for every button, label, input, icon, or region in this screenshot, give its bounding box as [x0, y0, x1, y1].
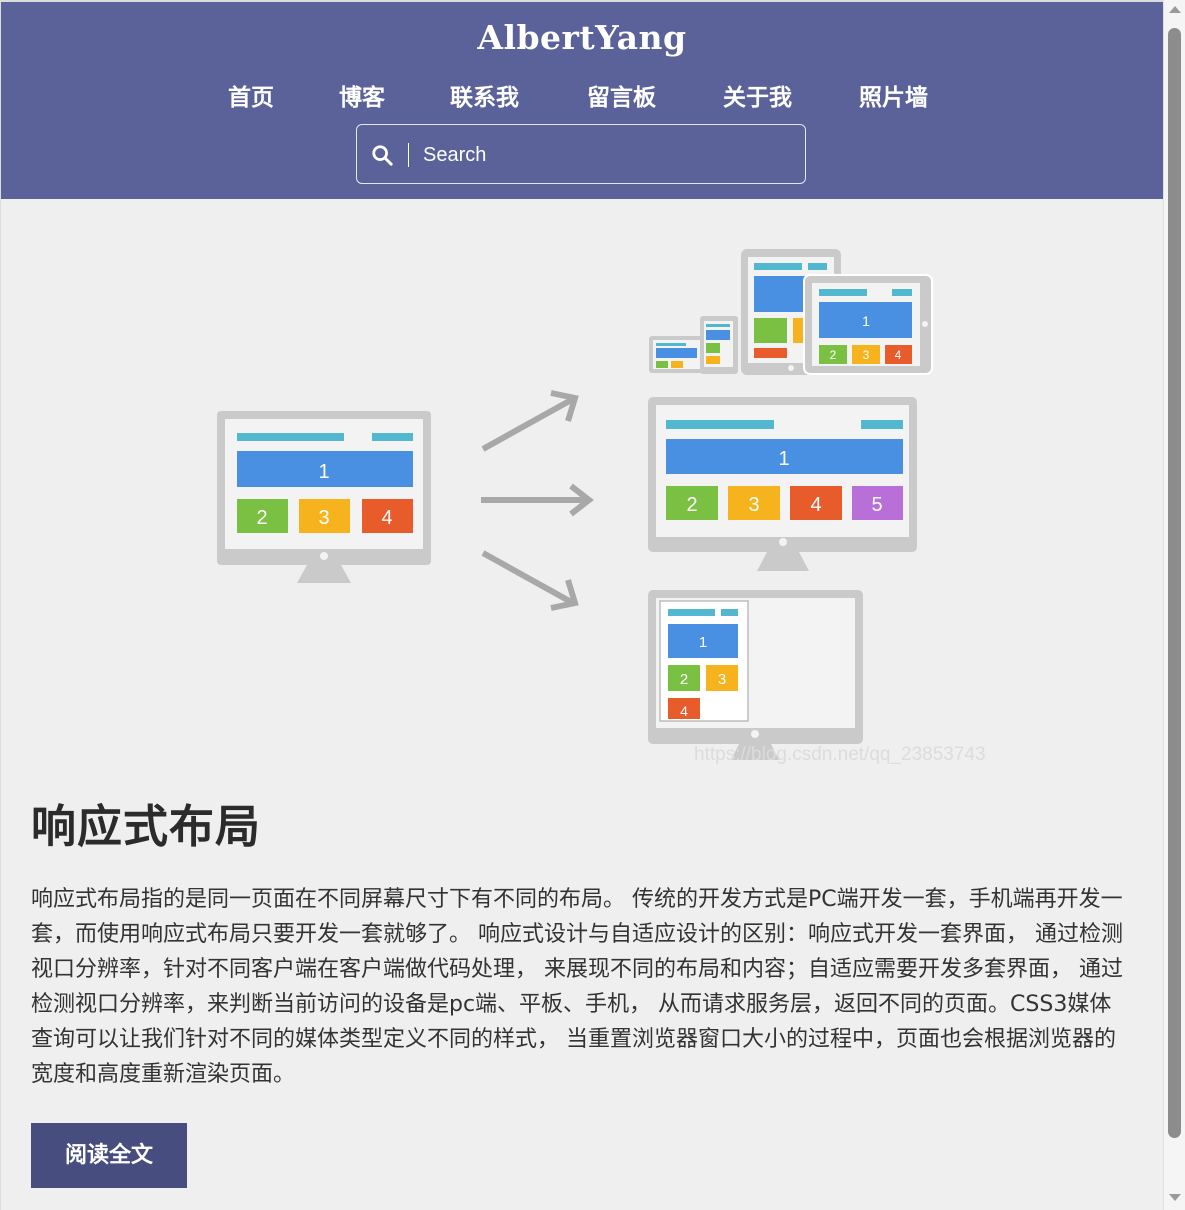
nav-item-contact[interactable]: 联系我 — [450, 85, 519, 111]
post-excerpt: 响应式布局指的是同一页面在不同屏幕尺寸下有不同的布局。 传统的开发方式是PC端开… — [31, 887, 1123, 1087]
site-header: AlbertYang 首页 博客 联系我 留言板 关于我 照片墙 — [1, 2, 1163, 199]
arrow-icons — [481, 390, 594, 611]
scrollbar-thumb[interactable] — [1168, 28, 1181, 1138]
scroll-down-icon[interactable] — [1169, 1194, 1181, 1201]
vertical-scrollbar[interactable] — [1163, 0, 1185, 1210]
svg-text:2: 2 — [830, 348, 837, 362]
site-title[interactable]: AlbertYang — [477, 18, 687, 57]
hero-image: 1 2 3 4 — [217, 249, 933, 760]
panel-number: 2 — [256, 507, 267, 529]
nav-item-home[interactable]: 首页 — [228, 85, 274, 111]
nav-item-photo-wall[interactable]: 照片墙 — [859, 85, 928, 111]
svg-text:1: 1 — [699, 634, 707, 651]
panel-number: 3 — [318, 507, 329, 529]
main-nav: 首页 博客 联系我 留言板 关于我 照片墙 — [1, 78, 1163, 112]
search-icon[interactable] — [371, 144, 393, 166]
panel-number: 1 — [318, 461, 329, 483]
svg-text:2: 2 — [680, 671, 688, 688]
panel-number: 5 — [871, 494, 882, 516]
svg-text:3: 3 — [748, 494, 759, 516]
svg-text:1: 1 — [862, 313, 870, 329]
mobile-devices-icon: 1 2 3 4 — [649, 249, 933, 375]
read-more-button[interactable]: 阅读全文 — [31, 1123, 187, 1188]
image-watermark: https://blog.csdn.net/qq_23853743 — [694, 744, 986, 765]
nav-item-about[interactable]: 关于我 — [723, 85, 792, 111]
svg-text:4: 4 — [895, 348, 902, 362]
svg-text:4: 4 — [680, 703, 688, 719]
search-box — [356, 124, 806, 184]
search-separator — [408, 143, 409, 167]
scroll-up-icon[interactable] — [1169, 6, 1181, 13]
post-title[interactable]: 响应式布局 — [31, 800, 262, 853]
desktop-monitor-icon: 1 2 3 4 — [217, 411, 431, 583]
svg-text:2: 2 — [686, 494, 697, 516]
svg-text:1: 1 — [778, 448, 789, 470]
desktop-monitor-icon: 1 2 3 4 5 — [648, 397, 917, 571]
nav-item-guestbook[interactable]: 留言板 — [587, 85, 656, 111]
svg-text:4: 4 — [810, 494, 821, 516]
desktop-monitor-icon: 1 2 3 4 — [648, 590, 863, 760]
panel-number: 4 — [381, 507, 392, 529]
svg-text:3: 3 — [718, 671, 726, 688]
svg-text:3: 3 — [863, 348, 870, 362]
nav-item-blog[interactable]: 博客 — [339, 85, 385, 111]
search-input[interactable] — [423, 137, 793, 173]
